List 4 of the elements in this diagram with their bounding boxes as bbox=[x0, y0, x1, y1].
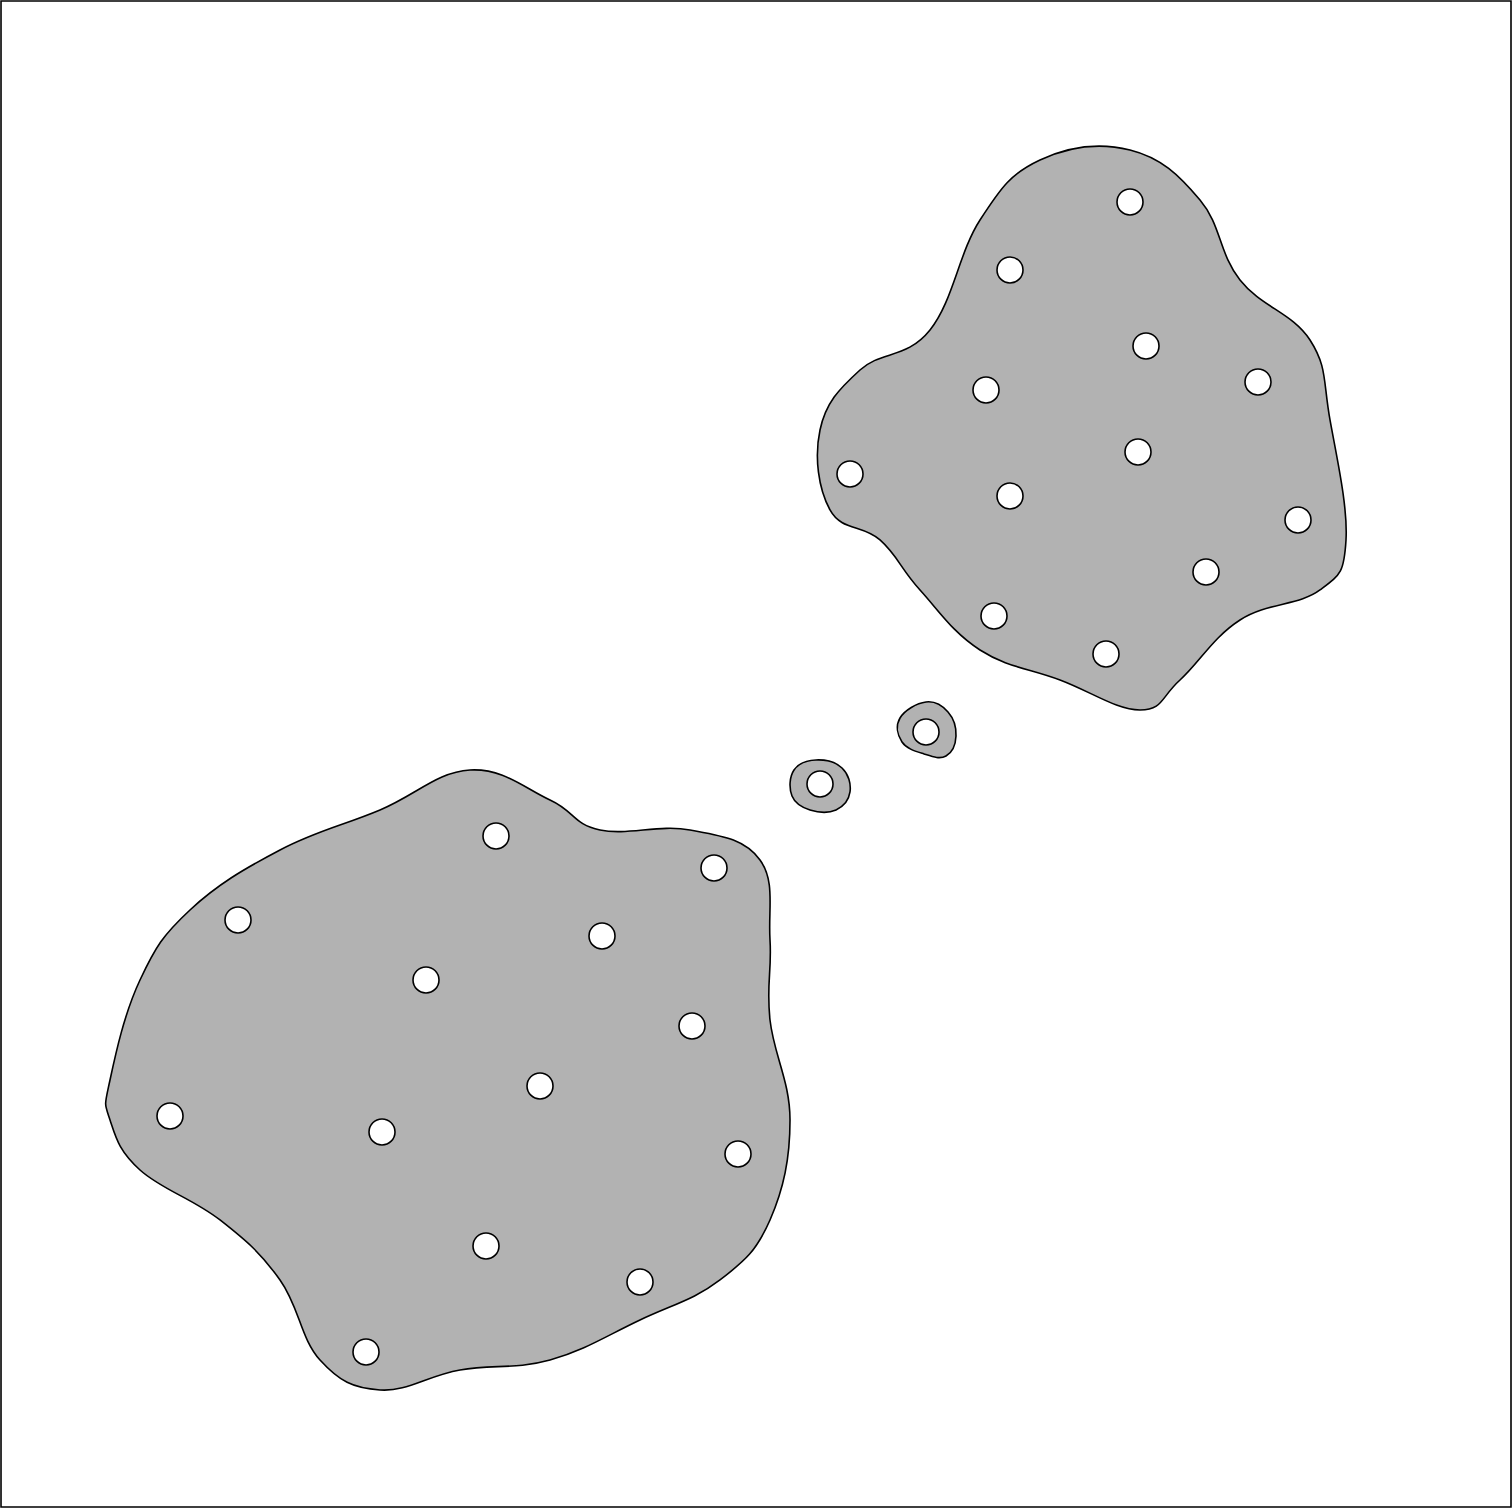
blob-drawing bbox=[896, 701, 957, 759]
blob-drawing bbox=[104, 769, 791, 1391]
blob-drawing bbox=[789, 759, 852, 814]
blob-drawing bbox=[816, 145, 1348, 711]
